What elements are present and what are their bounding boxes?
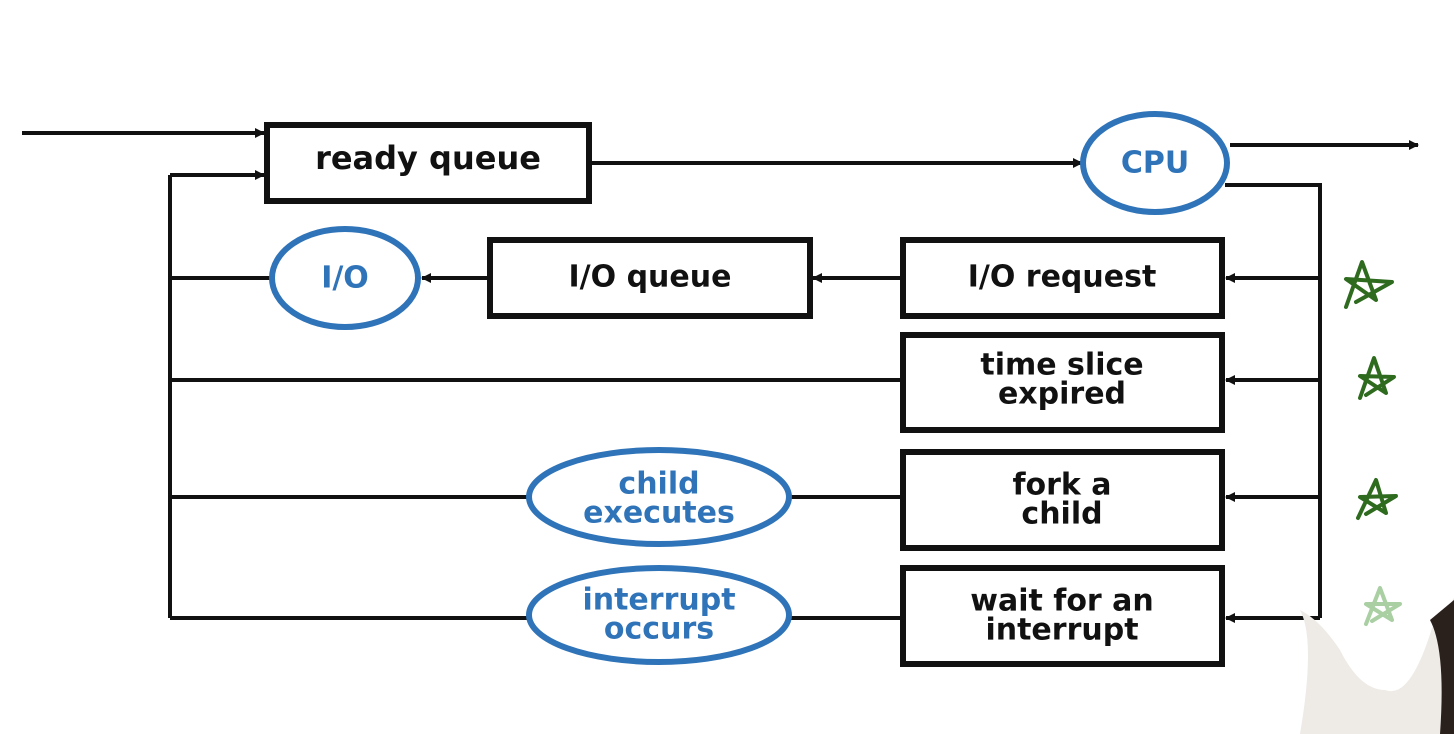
- star-mark-4: [1364, 586, 1402, 626]
- io-oval: I/O: [269, 226, 421, 330]
- child-executes-oval: child executes: [526, 447, 792, 547]
- time-slice-label-line2: expired: [998, 377, 1126, 412]
- cpu-label: CPU: [1121, 146, 1189, 181]
- connector-lines: [22, 128, 1419, 623]
- child-exec-label-line2: executes: [583, 496, 735, 531]
- io-queue-box: I/O queue: [487, 237, 813, 319]
- wait-interrupt-box: wait for an interrupt: [900, 565, 1225, 667]
- time-slice-box: time slice expired: [900, 332, 1225, 433]
- star-mark-1: [1344, 260, 1394, 309]
- child-exec-label-line1: child: [618, 467, 699, 502]
- star-mark-3: [1356, 478, 1398, 520]
- io-request-label: I/O request: [968, 260, 1157, 295]
- cpu-to-right-bus: [1225, 183, 1322, 618]
- star-mark-2: [1358, 356, 1396, 400]
- ready-queue-box: ready queue: [264, 122, 592, 204]
- ready-queue-label: ready queue: [315, 139, 541, 177]
- wait-label-line1: wait for an: [970, 584, 1154, 619]
- wait-label-line2: interrupt: [985, 613, 1138, 648]
- pointer-hand-shadow: [1300, 598, 1454, 734]
- cpu-oval: CPU: [1080, 111, 1230, 215]
- fork-child-box: fork a child: [900, 449, 1225, 551]
- io-queue-label: I/O queue: [569, 260, 732, 295]
- handwritten-star-marks: [1344, 260, 1402, 626]
- interrupt-label-line2: occurs: [604, 612, 714, 647]
- fork-label-line2: child: [1021, 497, 1102, 532]
- fork-label-line1: fork a: [1012, 468, 1111, 503]
- io-request-box: I/O request: [900, 237, 1225, 319]
- interrupt-label-line1: interrupt: [582, 583, 735, 618]
- io-label: I/O: [321, 261, 369, 296]
- time-slice-label-line1: time slice: [980, 348, 1143, 383]
- interrupt-occurs-oval: interrupt occurs: [526, 565, 792, 665]
